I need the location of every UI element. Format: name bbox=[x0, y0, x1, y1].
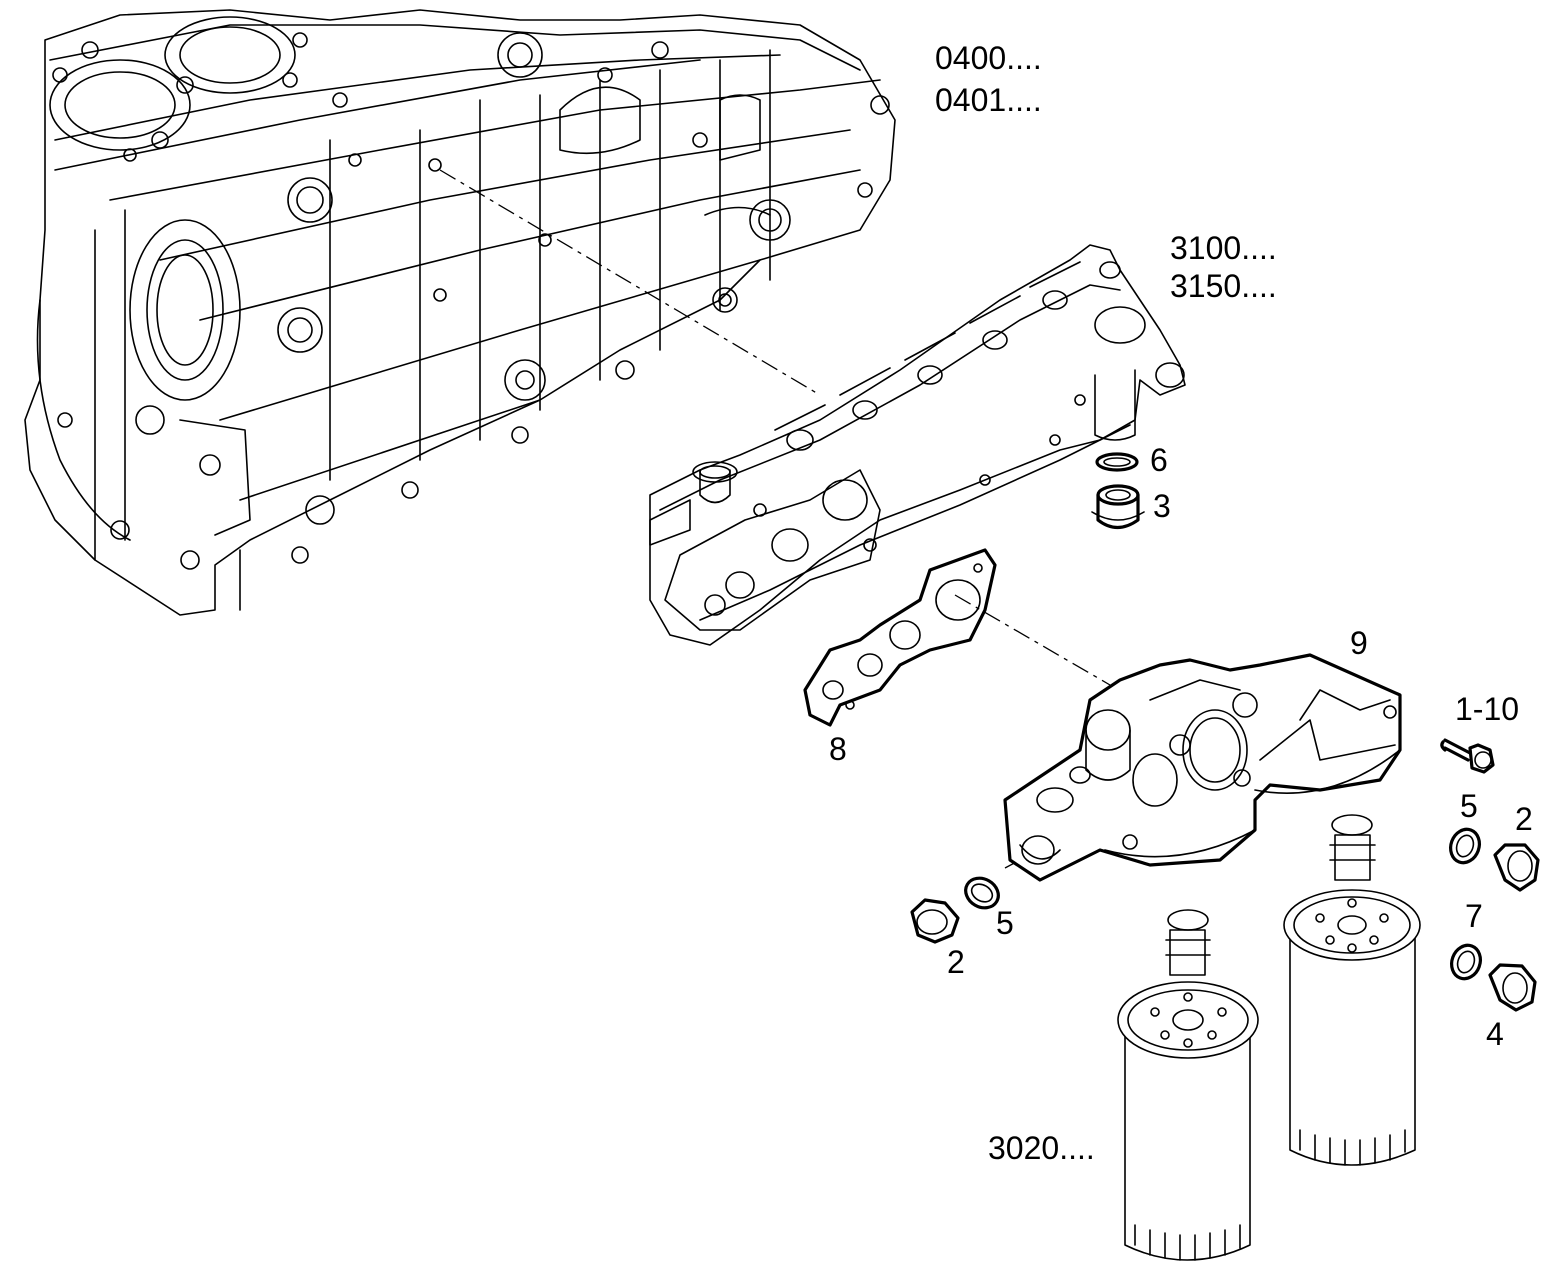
alignment-line-gasket-to-housing bbox=[954, 594, 1111, 686]
oil-cooler bbox=[649, 244, 1186, 646]
item-2-plug-right bbox=[1493, 843, 1540, 892]
callout-item-6: 6 bbox=[1150, 442, 1168, 478]
callout-3020: 3020.... bbox=[988, 1130, 1095, 1166]
item-7-o-ring bbox=[1450, 943, 1482, 981]
callout-item-7: 7 bbox=[1465, 898, 1483, 934]
callout-item-5-right: 5 bbox=[1460, 788, 1478, 824]
item-4-plug bbox=[1488, 963, 1537, 1012]
item-9-filter-housing bbox=[1003, 653, 1402, 882]
item-3-plug bbox=[1091, 484, 1145, 530]
item-8-gasket bbox=[803, 548, 997, 727]
engine-block bbox=[24, 9, 896, 616]
callout-item-2-left: 2 bbox=[947, 944, 965, 980]
item-2-plug-left bbox=[910, 898, 960, 944]
callout-item-4: 4 bbox=[1486, 1016, 1504, 1052]
callout-item-8: 8 bbox=[829, 731, 847, 767]
callout-3150: 3150.... bbox=[1170, 268, 1277, 304]
item-5-o-ring-left bbox=[964, 876, 1000, 910]
oil-filter-rear bbox=[1283, 814, 1421, 1166]
oil-filter-front bbox=[1117, 909, 1259, 1261]
callout-3100: 3100.... bbox=[1170, 230, 1277, 266]
callout-item-5-left: 5 bbox=[996, 905, 1014, 941]
callout-item-3: 3 bbox=[1153, 488, 1171, 524]
item-6-o-ring bbox=[1095, 452, 1139, 472]
alignment-line-block-to-cooler bbox=[439, 169, 821, 396]
item-5-o-ring-right bbox=[1449, 827, 1481, 865]
callout-0401: 0401.... bbox=[935, 82, 1042, 118]
callout-0400: 0400.... bbox=[935, 40, 1042, 76]
callout-item-1-10: 1-10 bbox=[1455, 691, 1520, 727]
item-1-10-bolt bbox=[1440, 738, 1495, 774]
callout-item-9: 9 bbox=[1350, 625, 1368, 661]
callout-item-2-right: 2 bbox=[1515, 801, 1533, 837]
